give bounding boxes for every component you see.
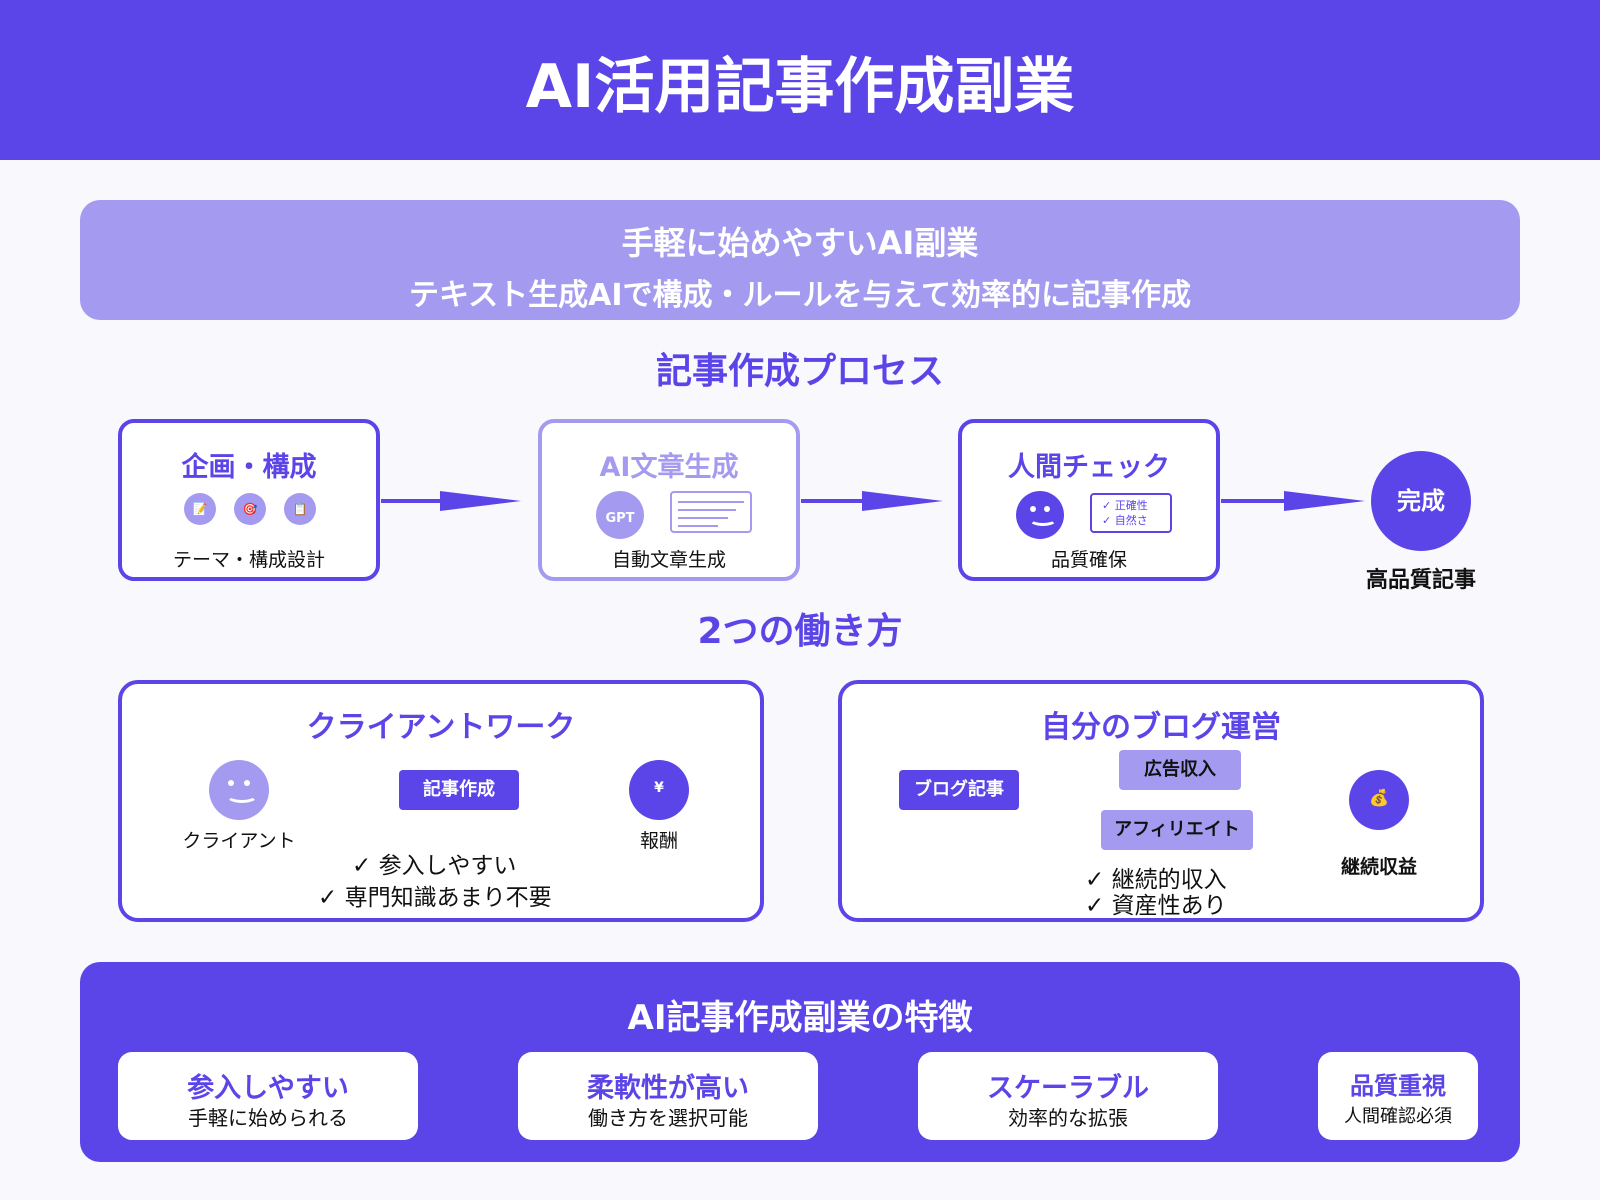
step-title: 人間チェック: [1008, 452, 1170, 483]
step-title: AI文章生成: [599, 452, 739, 483]
intro-headline: 手軽に始めやすいAI副業: [621, 224, 979, 262]
feature-heading: 品質重視: [1350, 1072, 1446, 1100]
feature-subtext: 働き方を選択可能: [588, 1106, 748, 1130]
arrow-head: [862, 491, 943, 511]
memo-icon: 📝: [184, 493, 216, 525]
intro-banner: [80, 200, 1520, 320]
feature-card: 柔軟性が高い 働き方を選択可能: [518, 1052, 818, 1140]
complete-label: 高品質記事: [1365, 568, 1476, 593]
arrow-head: [1284, 491, 1365, 511]
arrow-head: [440, 491, 521, 511]
client-benefit: ✓ 参入しやすい: [352, 853, 517, 879]
feature-subtext: 人間確認必須: [1344, 1106, 1452, 1127]
page-title: AI活用記事作成副業: [525, 52, 1075, 122]
feature-heading: 柔軟性が高い: [587, 1073, 749, 1104]
document-icon: [670, 491, 752, 533]
checklist-icon: ✓ 正確性 ✓ 自然さ: [1090, 493, 1172, 533]
feature-card: 品質重視 人間確認必須: [1318, 1052, 1478, 1140]
check-item: ✓ 自然さ: [1102, 514, 1148, 527]
reward-label: 報酬: [639, 830, 678, 852]
feature-subtext: 効率的な拡張: [1008, 1106, 1128, 1130]
gpt-icon: GPT: [596, 491, 644, 539]
feature-heading: スケーラブル: [987, 1073, 1149, 1104]
work-styles-title: 2つの働き方: [697, 611, 903, 652]
step-human-check: 人間チェック ✓ 正確性 ✓ 自然さ 品質確保: [958, 419, 1220, 581]
intro-description: テキスト生成AIで構成・ルールを与えて効率的に記事作成: [409, 278, 1191, 313]
check-item: ✓ 正確性: [1102, 499, 1148, 512]
clipboard-icon: 📋: [284, 493, 316, 525]
feature-heading: 参入しやすい: [187, 1073, 349, 1104]
money-bag-icon: 💰: [1349, 770, 1409, 830]
step-ai-generation: AI文章生成 GPT 自動文章生成: [538, 419, 800, 581]
features-title: AI記事作成副業の特徴: [627, 998, 973, 1038]
step-label: テーマ・構成設計: [172, 549, 325, 571]
process-title: 記事作成プロセス: [655, 351, 944, 392]
blog-benefit: ✓ 資産性あり: [1085, 893, 1227, 919]
step-label: 自動文章生成: [611, 549, 726, 571]
continuous-revenue-label: 継続収益: [1340, 856, 1417, 878]
article-task-tag: 記事作成: [399, 770, 519, 810]
blog-benefit: ✓ 継続的収入: [1085, 867, 1227, 893]
panel-title: 自分のブログ運営: [1041, 710, 1281, 745]
feature-card: 参入しやすい 手軽に始められる: [118, 1052, 418, 1140]
target-icon: 🎯: [234, 493, 266, 525]
step-title: 企画・構成: [181, 452, 317, 483]
yen-icon: ¥: [629, 760, 689, 820]
client-label: クライアント: [182, 830, 296, 852]
panel-title: クライアントワーク: [306, 710, 576, 745]
client-benefit: ✓ 専門知識あまり不要: [318, 885, 552, 911]
affiliate-tag: アフィリエイト: [1101, 810, 1253, 850]
step-planning: 企画・構成 📝 🎯 📋 テーマ・構成設計: [118, 419, 380, 581]
feature-subtext: 手軽に始められる: [188, 1106, 348, 1130]
ad-income-tag: 広告収入: [1119, 750, 1241, 790]
header-band: [0, 0, 1600, 160]
smiley-icon: [1016, 491, 1064, 539]
feature-card: スケーラブル 効率的な拡張: [918, 1052, 1218, 1140]
complete-circle: 完成: [1371, 451, 1471, 551]
step-label: 品質確保: [1050, 549, 1127, 571]
client-face-icon: [209, 760, 269, 820]
blog-article-tag: ブログ記事: [899, 770, 1019, 810]
